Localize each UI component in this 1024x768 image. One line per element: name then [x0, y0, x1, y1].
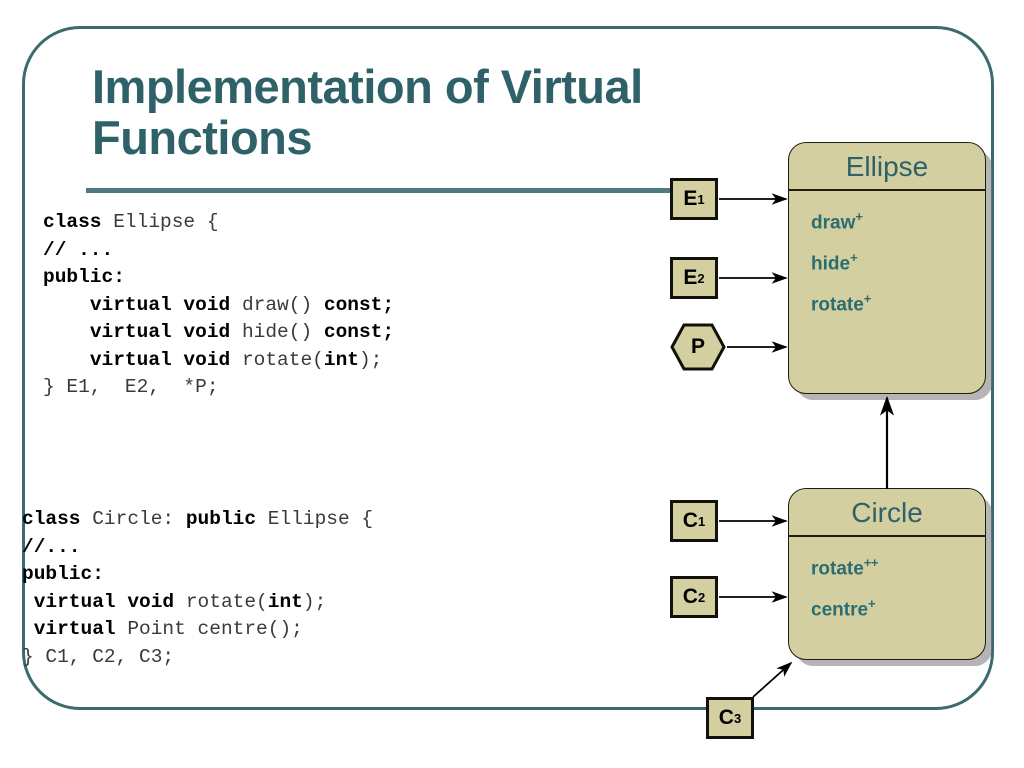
uml-member: rotate++: [811, 555, 985, 580]
object-token-base: C: [682, 509, 698, 532]
uml-member-visibility: +: [855, 208, 863, 224]
object-token-base: E: [683, 187, 698, 210]
uml-class-name: Ellipse: [845, 151, 929, 182]
code-line: virtual void hide() const;: [89, 321, 395, 343]
code-line: //...: [22, 535, 81, 558]
uml-divider: [789, 535, 985, 537]
object-token-index: 1: [697, 191, 705, 207]
uml-member-list: draw+ hide+ rotate+: [789, 191, 985, 317]
uml-member-visibility: +: [850, 249, 858, 265]
code-line: virtual Point centre();: [33, 618, 303, 640]
uml-member-list: rotate++ centre+: [789, 537, 985, 622]
uml-member-label: draw: [811, 211, 856, 233]
object-token-base: C: [718, 706, 734, 729]
object-token-base-wrap: P: [670, 323, 726, 371]
uml-member: rotate+: [811, 291, 985, 316]
uml-member-label: hide: [811, 253, 851, 275]
uml-member: centre+: [811, 596, 985, 621]
code-line: virtual void rotate(int);: [89, 348, 383, 371]
code-line: class Circle: public Ellipse {: [22, 508, 374, 530]
uml-divider: [789, 189, 985, 191]
object-token-index: 3: [733, 710, 742, 726]
object-token-base: P: [690, 335, 705, 358]
uml-member-visibility: +: [868, 595, 876, 611]
code-line: } C1, C2, C3;: [22, 645, 175, 668]
uml-member-label: rotate: [811, 557, 864, 579]
uml-member-visibility: ++: [863, 554, 879, 570]
page-title: Implementation of Virtual Functions: [92, 60, 643, 164]
code-block-circle: class Circle: public Ellipse { //... pub…: [22, 506, 373, 671]
code-line: // ...: [43, 238, 114, 261]
title-underline: [86, 188, 672, 193]
code-line: } E1, E2, *P;: [43, 376, 219, 398]
uml-class-name: Circle: [851, 497, 923, 528]
object-token-index: 1: [697, 513, 706, 529]
code-line: virtual void rotate(int);: [33, 590, 327, 613]
code-line: public:: [22, 563, 104, 585]
uml-class-circle[interactable]: Circle rotate++ centre+: [788, 488, 986, 660]
slide-border-frame: [22, 26, 994, 710]
code-block-ellipse: class Ellipse { // ... public: virtual v…: [43, 209, 394, 402]
object-token-p[interactable]: P: [670, 323, 726, 371]
object-token-base: C: [682, 585, 698, 608]
object-token-index: 2: [697, 589, 706, 605]
uml-member: draw+: [811, 209, 985, 234]
code-line: public:: [43, 266, 125, 288]
uml-class-ellipse[interactable]: Ellipse draw+ hide+ rotate+: [788, 142, 986, 394]
code-line: virtual void draw() const;: [89, 293, 395, 316]
object-token-base: E: [683, 266, 698, 289]
uml-member: hide+: [811, 250, 985, 275]
uml-member-label: centre: [811, 599, 869, 621]
uml-member-label: rotate: [811, 294, 864, 316]
hexagon-icon: [670, 323, 726, 371]
code-line: class Ellipse {: [43, 211, 219, 233]
object-token-index: 2: [697, 270, 705, 286]
uml-member-visibility: +: [863, 291, 872, 307]
